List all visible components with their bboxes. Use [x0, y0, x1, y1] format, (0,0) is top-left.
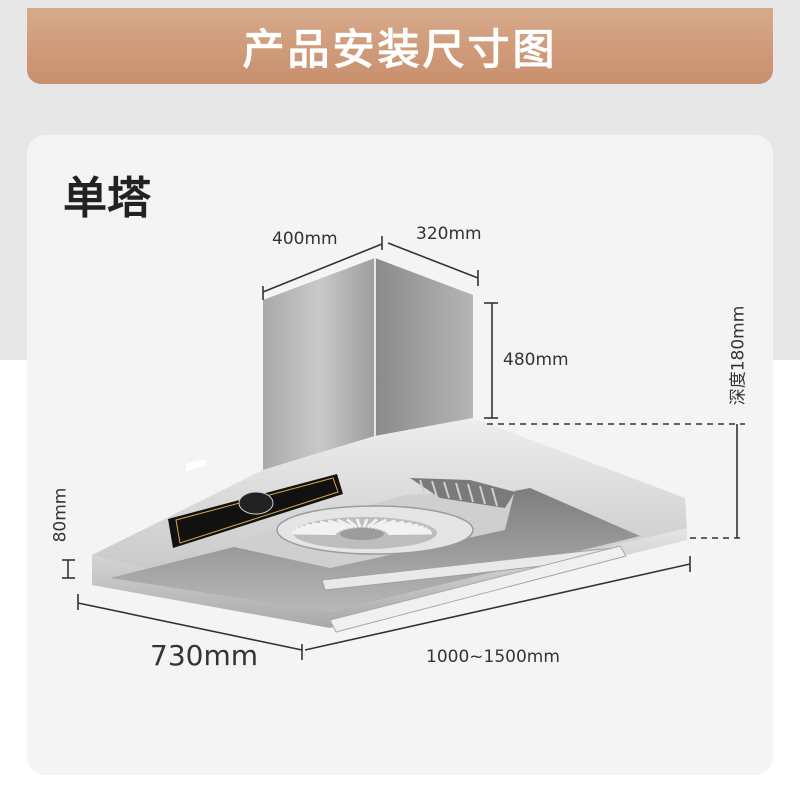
filter-ray [346, 518, 358, 529]
label-chimney-width: 400mm [272, 229, 338, 249]
hood-body [92, 418, 687, 633]
label-hood-height: 80mm [50, 487, 71, 543]
panel-button [186, 458, 206, 472]
filter-ray [336, 518, 354, 529]
dim-line-chimney-width [262, 243, 383, 293]
label-hood-depth: 730mm [150, 639, 258, 672]
label-depth: 深度180mm [728, 305, 749, 406]
dim-line-hood-width [304, 563, 691, 651]
filter-ray [370, 518, 388, 529]
oil-collector-bar [329, 545, 627, 633]
filter-ray [362, 518, 369, 528]
label-hood-width: 1000~1500mm [426, 647, 560, 667]
hood-rim [92, 528, 687, 628]
filter-ray [327, 519, 350, 530]
filter-rays [292, 518, 432, 536]
chimney [263, 258, 473, 470]
title-banner: 产品安装尺寸图 [27, 8, 773, 84]
control-panel [168, 458, 343, 548]
filter-ray [292, 531, 337, 536]
filter-ray [374, 519, 397, 530]
control-panel-border [175, 477, 339, 544]
model-heading: 单塔 [63, 173, 151, 224]
control-knob-display [238, 491, 274, 515]
chimney-front-face [263, 258, 375, 470]
chimney-side-face [375, 258, 473, 436]
filter-ray [380, 521, 412, 531]
label-chimney-depth: 320mm [416, 224, 482, 244]
dimension-lines [62, 236, 745, 660]
vent-grille [410, 478, 515, 508]
banner-title: 产品安装尺寸图 [242, 24, 558, 74]
label-chimney-height: 480mm [503, 350, 569, 370]
dim-line-chimney-depth [387, 242, 479, 279]
dim-line-hood-depth [77, 602, 303, 651]
filter-ray [355, 518, 362, 528]
round-filter [276, 505, 474, 555]
filter-ray [377, 520, 405, 530]
filter-ray [366, 518, 378, 529]
vent-slot-area [410, 478, 515, 508]
